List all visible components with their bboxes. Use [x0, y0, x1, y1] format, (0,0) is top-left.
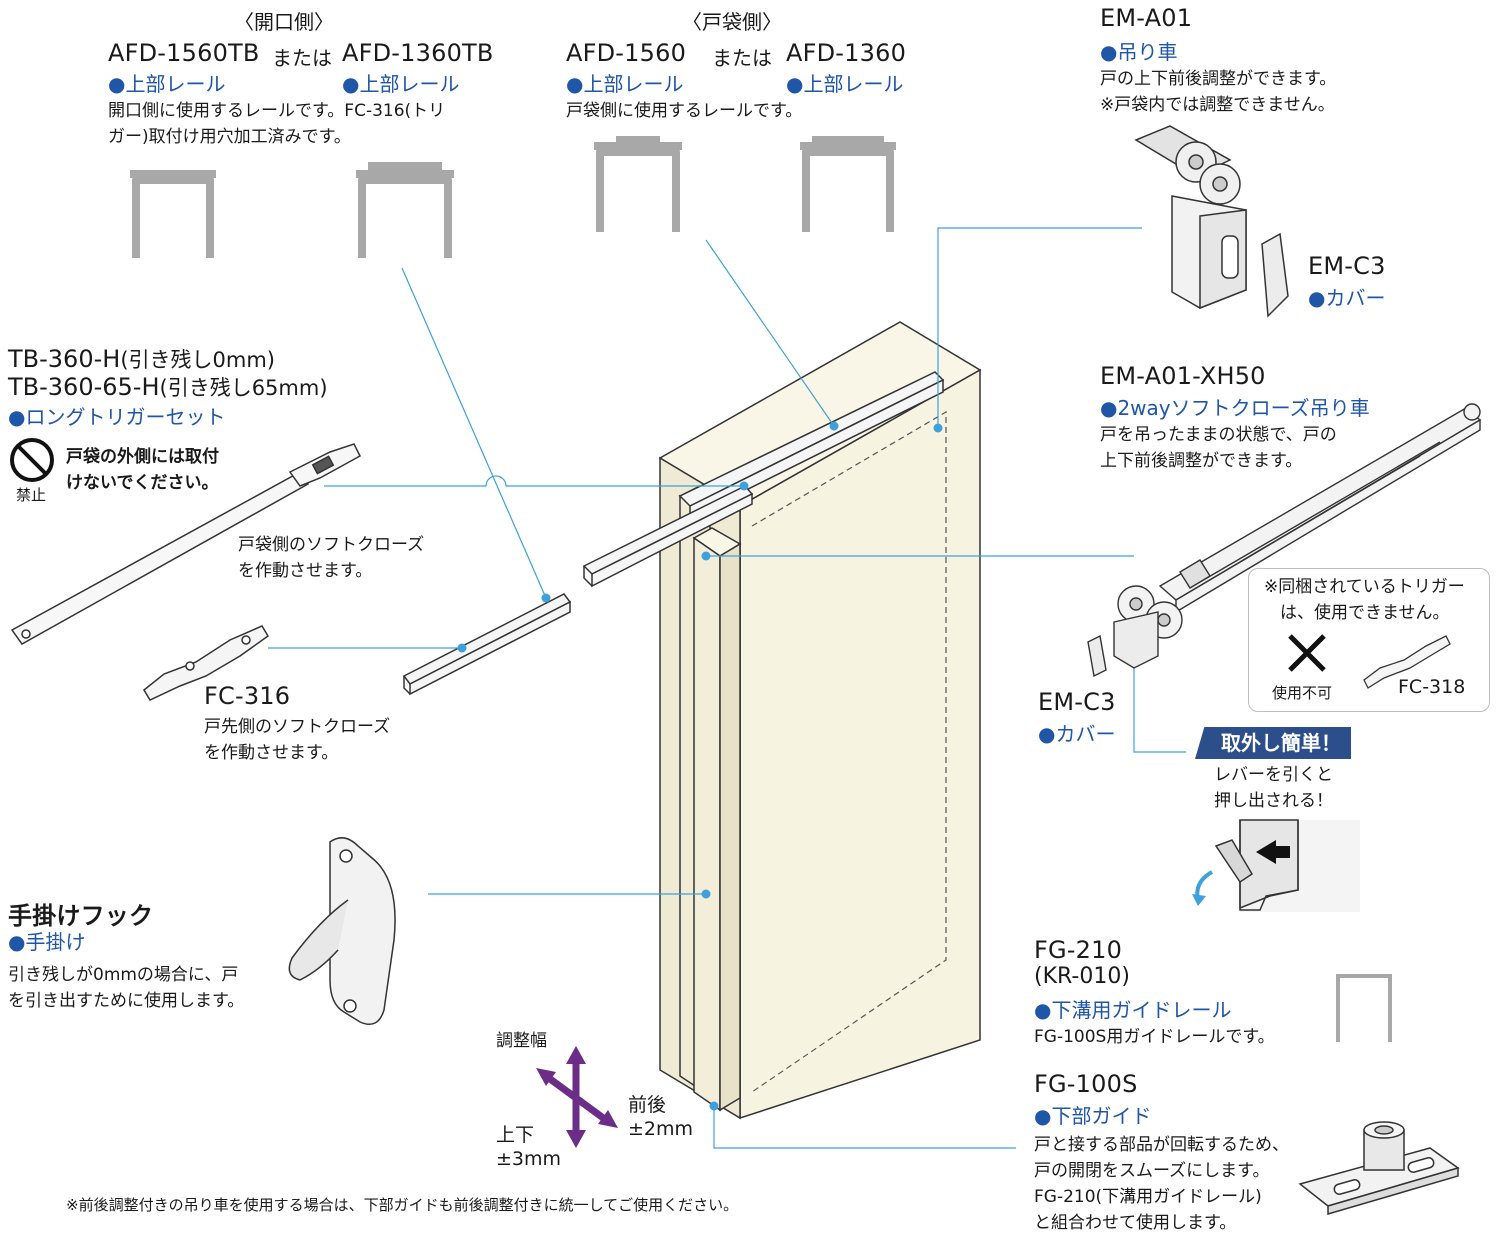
lever-detail-illustration [1192, 819, 1360, 912]
footnote: ※前後調整付きの吊り車を使用する場合は、下部ガイドも前後調整付きに統一してご使用… [66, 1196, 739, 1214]
fc-318-model: FC-318 [1398, 676, 1466, 698]
easy-remove-desc-2: 押し出される！ [1214, 791, 1333, 811]
pocket-sub-b: ●上部レール [786, 72, 904, 96]
opening-side-header: 〈開口側〉 [234, 10, 334, 34]
em-a01-model: EM-A01 [1100, 4, 1193, 32]
adjust-fb-value: ±2mm [628, 1118, 694, 1140]
adjust-ud-label: 上下 [496, 1124, 535, 1146]
sliding-door [693, 536, 721, 1112]
fg100s-desc-4: と組合わせて使用します。 [1034, 1213, 1237, 1233]
pocket-model-b: AFD-1360 [786, 39, 907, 67]
em-a01-xh50-model: EM-A01-XH50 [1100, 362, 1266, 390]
not-usable-label: 使用不可 [1272, 684, 1333, 702]
tb360-desc-2: を作動させます。 [238, 561, 373, 581]
rail-profile-afd1360tb [356, 162, 454, 258]
em-c3-top-sub: ●カバー [1308, 286, 1386, 310]
opening-model-a: AFD-1560TB [108, 39, 260, 67]
em-c3-top-model: EM-C3 [1308, 252, 1386, 280]
tb360-line-2: TB-360-65-H(引き残し65mm) [8, 372, 328, 402]
em-a01-xh50-illustration [1113, 403, 1482, 669]
prohibit-text-2: けないでください。 [66, 473, 219, 493]
em-c3-bottom-sub: ●カバー [1038, 722, 1116, 746]
adjust-title: 調整幅 [496, 1031, 547, 1051]
fc316-desc-2: を作動させます。 [204, 743, 339, 763]
fg-100s-illustration [1298, 1121, 1460, 1216]
fc316-model: FC-316 [204, 682, 291, 710]
trigger-note-line-2: は、使用できません。 [1280, 603, 1450, 623]
opening-desc-2: ガー)取付け用穴加工済みです。 [108, 127, 351, 147]
fg100s-desc-1: 戸と接する部品が回転するため、 [1034, 1135, 1289, 1155]
adjustment-arrows [536, 1046, 618, 1148]
top-rail-pocket [582, 371, 945, 588]
rail-profile-afd1360 [800, 136, 896, 232]
trigger-note-line-1: ※同梱されているトリガー [1264, 577, 1465, 597]
em-a01-desc-2: ※戸袋内では調整できません。 [1100, 95, 1335, 115]
tb360-note-1: (引き残し0mm) [120, 348, 275, 372]
em-c3-bottom-model: EM-C3 [1038, 688, 1116, 716]
opening-sub-b: ●上部レール [342, 72, 460, 96]
rail-profile-afd1560tb [130, 170, 216, 258]
pocket-or: または [712, 46, 772, 70]
pocket-desc: 戸袋側に使用するレールです。 [566, 101, 803, 121]
easy-remove-desc-1: レバーを引くと [1214, 765, 1333, 785]
hook-desc-1: 引き残しが0mmの場合に、戸 [8, 965, 239, 985]
hook-desc-2: を引き出すために使用します。 [8, 991, 245, 1011]
tb-360-trigger-illustration [10, 443, 361, 645]
opening-model-b: AFD-1360TB [342, 39, 494, 67]
adjust-ud-value: ±3mm [496, 1148, 562, 1170]
opening-or: または [272, 46, 332, 70]
prohibit-text-1: 戸袋の外側には取付 [66, 447, 219, 467]
pocket-model-a: AFD-1560 [566, 39, 687, 67]
hook-model: 手掛けフック [8, 902, 154, 930]
fc316-desc-1: 戸先側のソフトクローズ [204, 717, 391, 737]
fg210-model: FG-210 [1034, 936, 1123, 964]
tb360-sub: ●ロングトリガーセット [8, 405, 226, 429]
fc-316-trigger-illustration [143, 625, 269, 701]
hand-hook-illustration [288, 837, 396, 1025]
not-usable-mark [1288, 634, 1326, 672]
fg-210-profile [1336, 974, 1392, 1042]
fg100s-desc-3: FG-210(下溝用ガイドレール) [1034, 1187, 1262, 1207]
top-rail-opening [402, 593, 572, 696]
tb360-desc-1: 戸袋側のソフトクローズ [238, 535, 425, 555]
em-c3-cover-bottom-illustration [1087, 634, 1107, 678]
em-a01-sub: ●吊り車 [1100, 40, 1178, 64]
em-a01-desc-1: 戸の上下前後調整ができます。 [1100, 69, 1337, 89]
fg210-desc: FG-100S用ガイドレールです。 [1034, 1027, 1275, 1047]
hook-sub: ●手掛け [8, 930, 86, 954]
em-a01-xh50-sub: ●2wayソフトクローズ吊り車 [1100, 396, 1370, 420]
tb360-model-2: TB-360-65-H [8, 373, 160, 401]
fg100s-model: FG-100S [1034, 1070, 1138, 1098]
prohibit-icon [10, 438, 54, 482]
fg100s-sub: ●下部ガイド [1034, 1104, 1152, 1128]
prohibit-label: 禁止 [16, 486, 47, 504]
pocket-sub-a: ●上部レール [566, 72, 684, 96]
em-a01-xh50-desc-1: 戸を吊ったままの状態で、戸の [1100, 425, 1337, 445]
trigger-note-box [1248, 568, 1490, 712]
em-c3-cover-top-illustration [1261, 232, 1289, 318]
adjust-fb-label: 前後 [628, 1094, 667, 1116]
easy-remove-badge: 取外し簡単！ [1195, 727, 1351, 759]
fg210-alt: (KR-010) [1034, 964, 1130, 989]
opening-sub-a: ●上部レール [108, 72, 226, 96]
tb360-model-1: TB-360-H [8, 345, 121, 373]
leader-lines [268, 227, 1186, 1149]
fg210-sub: ●下溝用ガイドレール [1034, 998, 1232, 1022]
em-a01-roller-illustration [1134, 125, 1247, 310]
opening-desc-1: 開口側に使用するレールです。FC-316(トリ [108, 101, 446, 121]
tb360-note-2: (引き残し65mm) [159, 376, 328, 400]
em-a01-xh50-desc-2: 上下前後調整ができます。 [1100, 451, 1303, 471]
fg100s-desc-2: 戸の開閉をスムーズにします。 [1034, 1161, 1270, 1181]
tb360-line-1: TB-360-H(引き残し0mm) [8, 344, 275, 374]
rail-profile-afd1560 [594, 136, 682, 232]
fc-318-trigger-illustration [1363, 635, 1451, 689]
pocket-side-header: 〈戸袋側〉 [682, 10, 782, 34]
